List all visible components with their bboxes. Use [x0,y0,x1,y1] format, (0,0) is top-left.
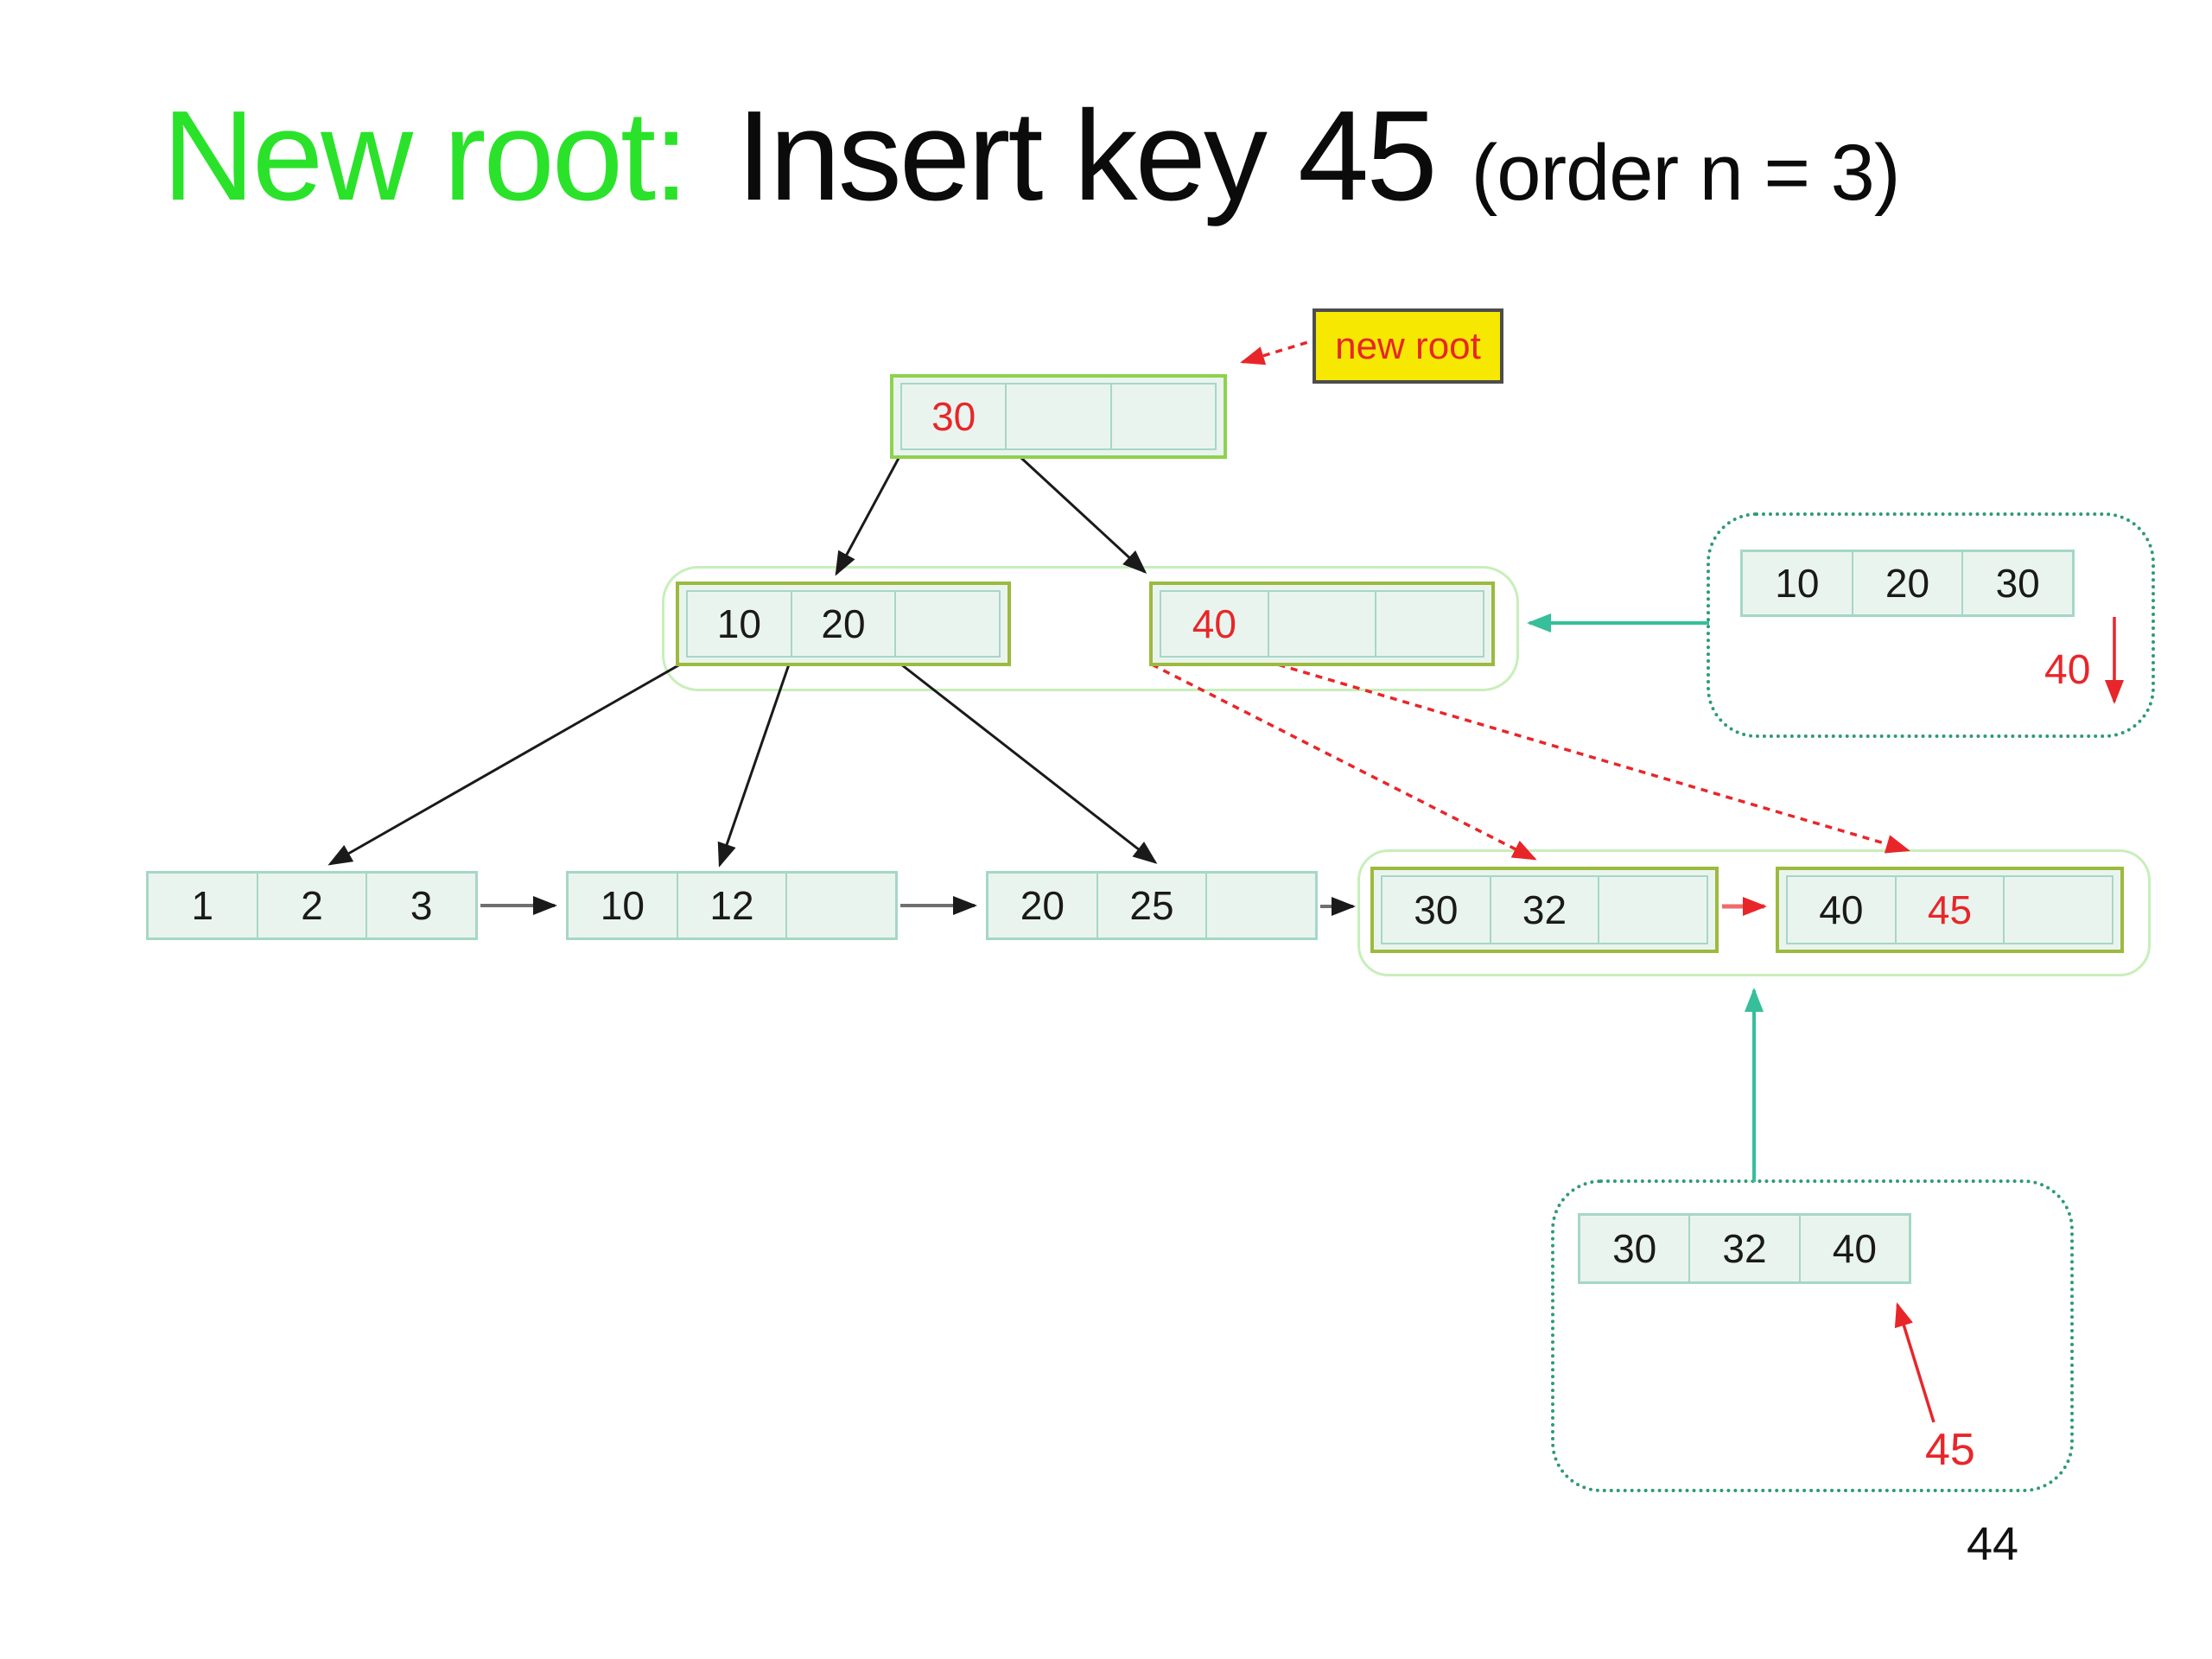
key-cell [1376,592,1483,656]
leaf-node-4: 30 32 [1370,867,1719,953]
arrow-internal-left-to-leaf-3 [900,663,1158,864]
key-cell: 2 [258,874,368,938]
leaf-node-3: 20 25 [986,871,1318,940]
leaf-node-5-cells: 40 45 [1786,875,2113,944]
title-suffix: (order n = 3) [1471,129,1901,217]
page-number: 44 [1967,1518,2019,1570]
key-cell: 30 [1580,1216,1691,1281]
page-title: New root: Insert key 45 (order n = 3) [162,83,1901,230]
key-cell: 20 [1853,552,1964,614]
key-cell [1599,877,1707,943]
internal-node-right-cells: 40 [1160,590,1484,658]
key-cell [1007,385,1112,448]
key-cell [1207,874,1315,938]
key-cell: 30 [1382,877,1491,943]
title-highlight: New root: [162,85,689,227]
arrow-root-to-internal-right [1009,447,1147,575]
key-cell: 20 [792,592,897,656]
key-cell: 40 [1832,1226,1877,1271]
internal-node-right: 40 [1149,582,1495,666]
top-right-inset-box [1707,512,2155,738]
key-cell: 32 [1690,1216,1801,1281]
inset-top-node: 10 20 30 [1740,550,2075,617]
leaf-node-1: 1 2 3 [146,871,478,940]
key-cell [896,592,999,656]
key-cell: 12 [678,874,788,938]
key-cell [2005,877,2112,943]
key-cell [1269,592,1377,656]
key-cell [787,874,895,938]
key-cell: 10 [1743,552,1853,614]
bottom-right-inset-box [1551,1179,2074,1492]
key-cell [1112,385,1215,448]
key-cell: 40 [1788,877,1897,943]
key-cell: 32 [1491,877,1600,943]
key-cell: 10 [688,592,792,656]
leaf-node-4-cells: 30 32 [1381,875,1708,944]
arrow-callout-to-root [1240,337,1320,365]
arrow-root-to-internal-left [835,449,905,576]
key-cell: 20 [988,874,1098,938]
key-cell: 25 [1098,874,1208,938]
internal-node-left-cells: 10 20 [686,590,1001,658]
key-cell: 3 [410,883,433,928]
inset-bottom-annotation: 45 [1925,1425,1975,1475]
root-node: 30 [890,374,1227,459]
arrow-split-40-to-leaf4 [1151,663,1537,861]
key-cell: 30 [902,385,1007,448]
arrow-internal-left-to-leaf-2 [717,664,791,868]
key-cell: 10 [569,874,678,938]
root-node-cells: 30 [900,383,1217,450]
inset-bottom-node: 30 32 40 [1578,1213,1911,1284]
new-root-callout: new root [1313,308,1503,384]
key-cell: 30 [1995,561,2040,606]
arrow-internal-left-to-leaf-1 [327,663,681,866]
internal-node-left: 10 20 [676,582,1011,666]
new-root-callout-label: new root [1335,324,1481,367]
leaf-node-5: 40 45 [1776,867,2124,953]
key-cell: 1 [149,874,258,938]
key-cell: 40 [1161,592,1269,656]
leaf-node-2: 10 12 [566,871,898,940]
inset-top-annotation: 40 [2044,647,2091,693]
title-main: Insert key 45 [736,85,1437,227]
key-cell: 45 [1897,877,2005,943]
